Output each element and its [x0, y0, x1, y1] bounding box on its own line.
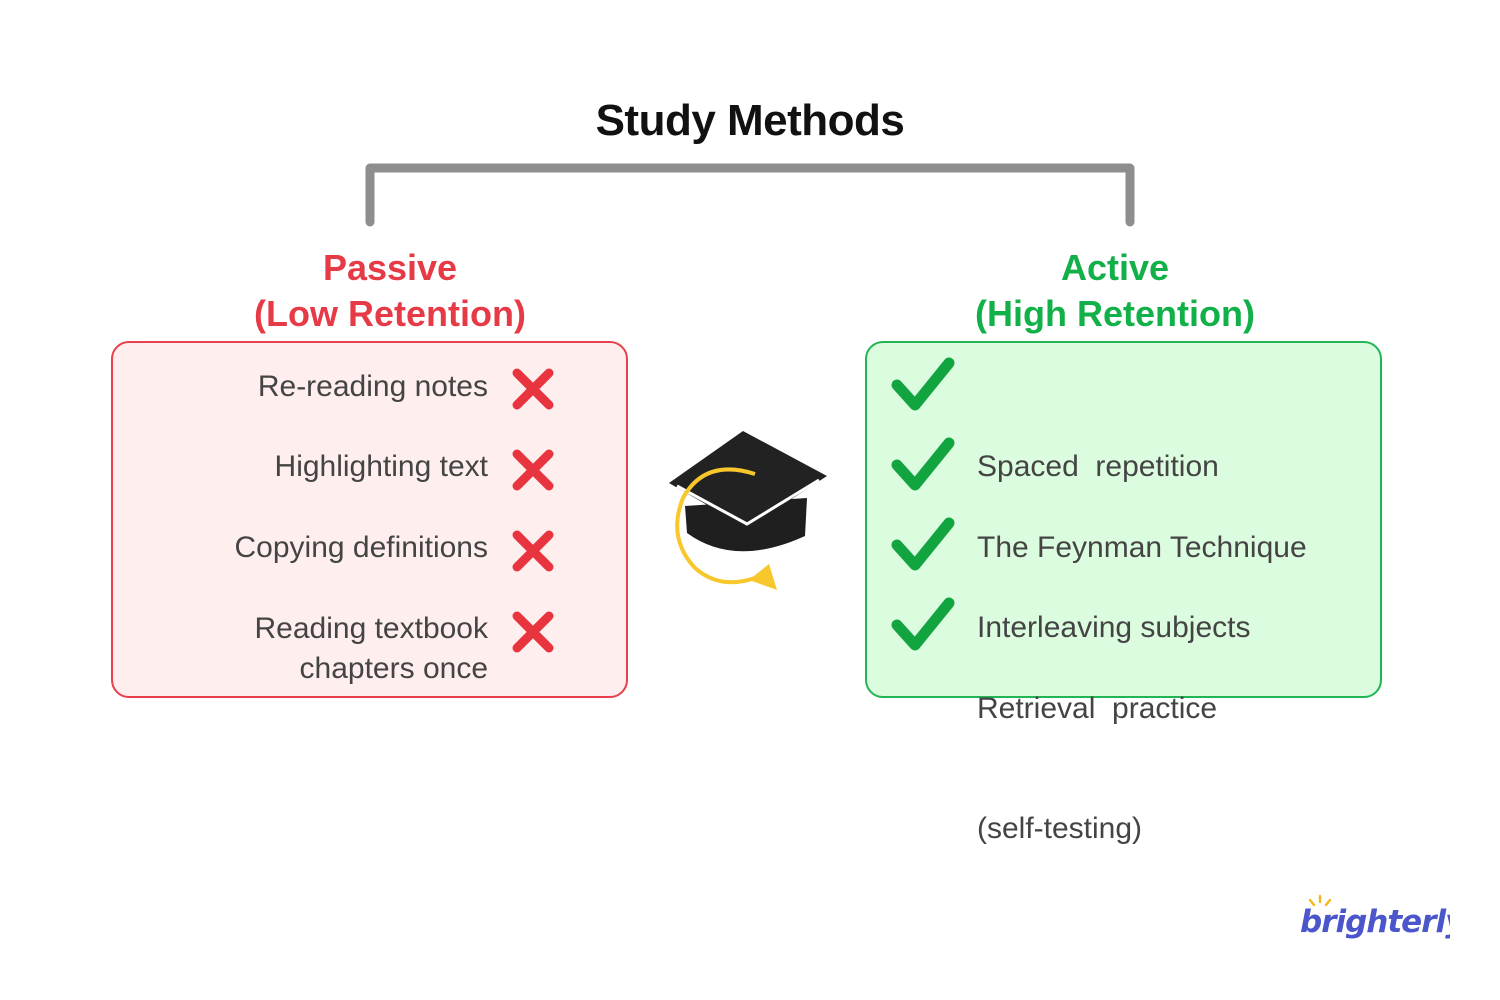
- check-icon: [891, 437, 955, 491]
- graduation-cap-icon: [669, 431, 827, 590]
- branch-connector: [365, 163, 1135, 227]
- passive-item-4: Reading textbook chapters once: [88, 609, 489, 689]
- active-item-4: Retrieval practice (self-testing): [977, 609, 1377, 929]
- passive-item-2: Highlighting text: [88, 447, 488, 487]
- passive-item-3-text: Copying definitions: [234, 531, 489, 564]
- active-heading: Active (High Retention): [905, 245, 1325, 337]
- active-heading-subtitle: (High Retention): [975, 293, 1255, 334]
- check-icon: [891, 597, 955, 651]
- active-item-1-text: Spaced repetition: [977, 450, 1219, 483]
- passive-item-2-text: Highlighting text: [274, 450, 488, 483]
- active-item-1: Spaced repetition: [977, 367, 1377, 567]
- passive-heading-label: Passive: [322, 247, 458, 288]
- svg-text:brighterly: brighterly: [1300, 904, 1450, 940]
- active-heading-label: Active: [1060, 247, 1170, 288]
- passive-heading-subtitle: (Low Retention): [254, 293, 526, 334]
- check-icon: [891, 357, 955, 411]
- active-item-3-text: Interleaving subjects: [977, 611, 1251, 644]
- passive-item-4-line2: chapters once: [299, 652, 488, 685]
- cross-icon: [512, 449, 554, 491]
- active-item-3: Interleaving subjects: [977, 528, 1377, 728]
- active-item-2: The Feynman Technique: [977, 448, 1377, 648]
- passive-item-1: Re-reading notes: [88, 367, 488, 407]
- active-methods-box: Spaced repetition The Feynman Technique …: [865, 341, 1382, 845]
- cross-icon: [512, 530, 554, 572]
- passive-methods-box: Re-reading notes Highlighting text Copyi…: [111, 341, 628, 698]
- passive-heading: Passive (Low Retention): [170, 245, 610, 337]
- diagram-title: Study Methods: [595, 96, 905, 145]
- check-icon: [891, 517, 955, 571]
- cross-icon: [512, 368, 554, 410]
- active-item-4-line2: (self-testing): [977, 812, 1143, 845]
- passive-item-4-line1: Reading textbook: [254, 612, 489, 645]
- brighterly-logo: brighterly: [1300, 894, 1450, 940]
- passive-item-1-text: Re-reading notes: [257, 370, 488, 403]
- active-item-2-text: The Feynman Technique: [977, 531, 1307, 564]
- cross-icon: [512, 611, 554, 653]
- passive-item-3: Copying definitions: [88, 528, 489, 568]
- active-item-4-line1: Retrieval practice: [977, 692, 1218, 725]
